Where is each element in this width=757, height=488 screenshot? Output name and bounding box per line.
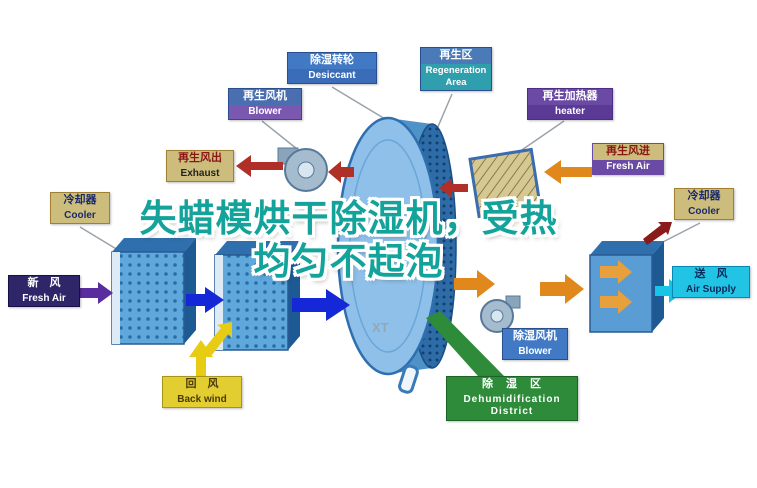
label-dehumid-blower-zh: 除湿风机 xyxy=(503,329,567,345)
label-regen-fresh-air-en: Fresh Air xyxy=(593,159,663,175)
arrow-regen-wet-air xyxy=(328,161,354,183)
label-regeneration-area: 再生区 Regeneration Area xyxy=(420,47,492,91)
title-line-1: 失蜡模烘干除湿机，受热 xyxy=(139,198,558,239)
leader-desiccant xyxy=(331,86,391,123)
arrow-regen-hot-air xyxy=(439,178,468,198)
label-dehumid-blower: 除湿风机 Blower xyxy=(502,328,568,361)
wheel-bracket xyxy=(398,364,419,394)
label-regeneration-area-zh: 再生区 xyxy=(421,48,491,64)
chevron-arrow-icon xyxy=(600,260,632,284)
arrow-regen-fresh-in xyxy=(544,160,592,184)
label-regen-heater-zh: 再生加热器 xyxy=(528,89,612,105)
arrow-dry-air-2 xyxy=(540,274,584,304)
label-cooler-left-zh: 冷却器 xyxy=(51,193,109,209)
label-regen-blower-en: Blower xyxy=(229,104,301,120)
label-exhaust: 再生风出 Exhaust xyxy=(166,150,234,183)
arrow-exhaust-out xyxy=(236,155,283,177)
regen-blower-fan xyxy=(277,147,328,192)
chevron-arrow-icon xyxy=(600,290,632,314)
label-exhaust-en: Exhaust xyxy=(167,166,233,182)
regen-heater-box xyxy=(468,147,543,219)
arrow-process-air-2 xyxy=(292,289,350,321)
arrow-to-cooler-right xyxy=(643,222,672,245)
leader-lines xyxy=(79,86,701,335)
label-desiccant-en: Desiccant xyxy=(288,68,376,84)
leader-regen-blower xyxy=(261,120,298,150)
label-cooler-right-en: Cooler xyxy=(675,204,733,220)
leader-dehumid-district xyxy=(426,311,505,385)
label-cooler-left: 冷却器 Cooler xyxy=(50,192,110,225)
label-desiccant-zh: 除湿转轮 xyxy=(288,53,376,69)
label-regen-fresh-air-zh: 再生风进 xyxy=(593,144,663,160)
label-regen-blower-zh: 再生风机 xyxy=(229,89,301,105)
label-dehumid-district-en: Dehumidification District xyxy=(447,392,577,420)
label-cooler-right: 冷却器 Cooler xyxy=(674,188,734,221)
label-cooler-right-zh: 冷却器 xyxy=(675,189,733,205)
title-line-2: 均匀不起泡 xyxy=(253,240,444,282)
label-regen-blower: 再生风机 Blower xyxy=(228,88,302,121)
label-air-supply: 送 风 Air Supply xyxy=(672,266,750,299)
leader-cooler-right xyxy=(656,222,701,246)
air-supply-unit xyxy=(589,241,664,333)
label-air-supply-en: Air Supply xyxy=(673,282,749,298)
label-fresh-air: 新 风 Fresh Air xyxy=(8,275,80,308)
page-title: 失蜡模烘干除湿机，受热 均匀不起泡 xyxy=(0,198,727,283)
label-exhaust-zh: 再生风出 xyxy=(167,151,233,167)
label-regen-heater: 再生加热器 heater xyxy=(527,88,613,121)
arrow-fresh-air-in xyxy=(76,282,113,304)
dehumid-blower-fan xyxy=(480,295,521,333)
label-dehumid-district: 除 湿 区 Dehumidification District xyxy=(446,376,578,421)
label-regen-heater-en: heater xyxy=(528,104,612,120)
watermark-text: XT xyxy=(372,320,389,335)
label-desiccant: 除湿转轮 Desiccant xyxy=(287,52,377,85)
label-regen-fresh-air: 再生风进 Fresh Air xyxy=(592,143,664,176)
leader-cooler-left xyxy=(79,226,119,251)
label-dehumid-blower-en: Blower xyxy=(503,344,567,360)
label-regeneration-area-en: Regeneration Area xyxy=(421,63,491,90)
arrow-process-air-1 xyxy=(186,287,224,313)
arrow-return-air-diagonal xyxy=(204,322,232,355)
label-back-wind-en: Back wind xyxy=(163,392,241,408)
label-dehumid-district-zh: 除 湿 区 xyxy=(447,377,577,393)
label-back-wind-zh: 回 风 xyxy=(163,377,241,393)
label-fresh-air-zh: 新 风 xyxy=(9,276,79,292)
cooler-unit-left xyxy=(111,238,196,345)
label-air-supply-zh: 送 风 xyxy=(673,267,749,283)
label-cooler-left-en: Cooler xyxy=(51,208,109,224)
arrow-dry-air-1 xyxy=(454,270,495,298)
label-back-wind: 回 风 Back wind xyxy=(162,376,242,409)
leader-regen-heater xyxy=(515,120,565,155)
arrow-air-supply-out xyxy=(655,279,684,303)
label-fresh-air-en: Fresh Air xyxy=(9,291,79,307)
